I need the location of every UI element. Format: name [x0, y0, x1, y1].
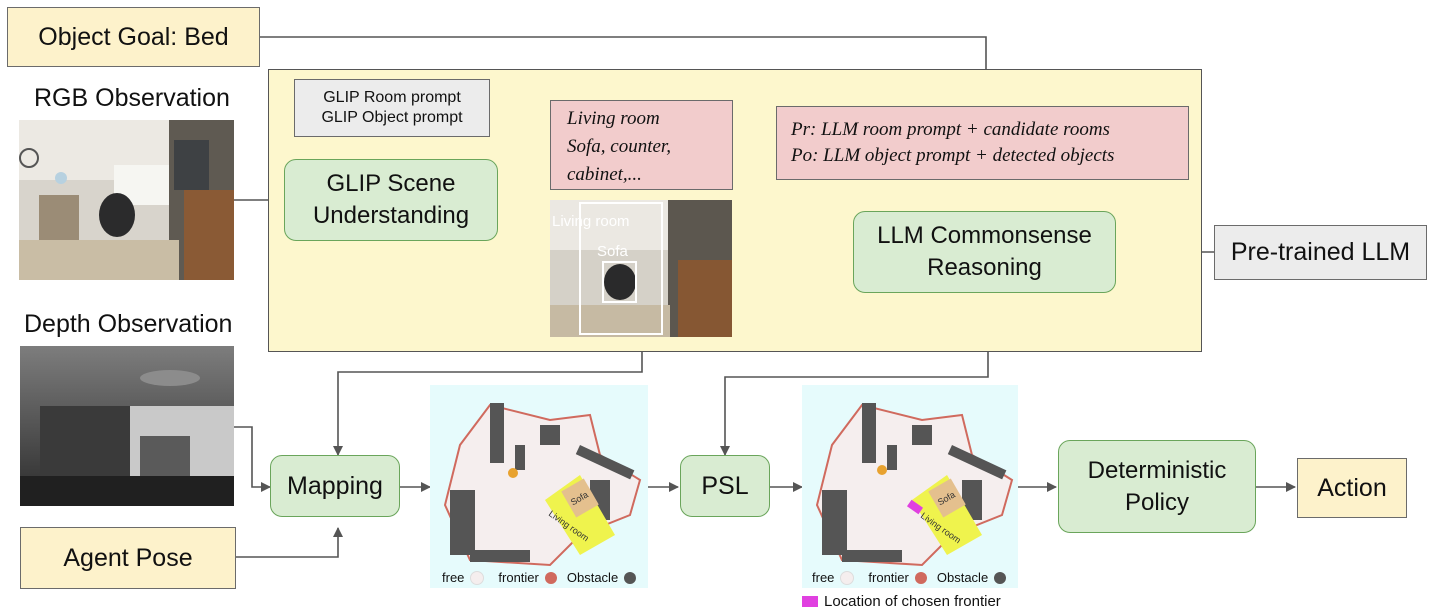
map2-legend-obstacle: Obstacle	[936, 570, 989, 585]
llm-module-line2: Reasoning	[927, 254, 1042, 281]
map2-frontier-swatch	[914, 571, 927, 584]
map1-legend-frontier: frontier	[498, 570, 539, 585]
glip-module-line2: Understanding	[312, 202, 470, 229]
map1-legend-obstacle: Obstacle	[566, 570, 619, 585]
map2-legend-frontier: frontier	[868, 570, 909, 585]
object-goal-box: Object Goal: Bed	[7, 7, 260, 67]
map1-legend: free frontier Obstacle	[442, 570, 637, 585]
glip-output-box: Living room Sofa, counter, cabinet,...	[550, 100, 733, 190]
llm-prompt-box: Pr: LLM room prompt + candidate rooms Po…	[776, 106, 1189, 180]
depth-observation-label: Depth Observation	[24, 310, 233, 338]
semantic-map-image: Sofa Living room	[430, 385, 648, 588]
rgb-observation-image	[19, 120, 234, 280]
deterministic-policy-box: Deterministic Policy	[1058, 440, 1256, 533]
glip-object-prompt: GLIP Object prompt	[321, 109, 463, 126]
chosen-frontier-swatch	[802, 596, 818, 607]
action-text: Action	[1317, 473, 1387, 502]
action-box: Action	[1297, 458, 1407, 518]
glip-output-objects-line2: cabinet,...	[567, 164, 642, 185]
map2-obstacle-swatch	[994, 571, 1007, 584]
map1-obstacle-swatch	[624, 571, 637, 584]
agent-pose-box: Agent Pose	[20, 527, 236, 589]
llm-room-prompt: Pr: LLM room prompt + candidate rooms	[791, 119, 1110, 140]
map2-legend: free frontier Obstacle	[812, 570, 1007, 585]
glip-output-objects-line1: Sofa, counter,	[567, 136, 671, 157]
pretrained-llm-text: Pre-trained LLM	[1230, 238, 1411, 266]
rgb-observation-label: RGB Observation	[34, 84, 230, 112]
chosen-frontier-legend: Location of chosen frontier	[802, 593, 1001, 610]
psl-text: PSL	[701, 471, 749, 500]
map2-free-swatch	[840, 570, 855, 585]
glip-module-line1: GLIP Scene	[326, 170, 456, 197]
policy-line1: Deterministic	[1087, 456, 1227, 484]
glip-scene-understanding-box: GLIP Scene Understanding	[284, 159, 498, 241]
llm-module-line1: LLM Commonsense	[877, 222, 1092, 249]
glip-room-prompt: GLIP Room prompt	[323, 89, 461, 106]
agent-pose-text: Agent Pose	[63, 543, 193, 572]
glip-prompt-box: GLIP Room prompt GLIP Object prompt	[294, 79, 490, 137]
map2-legend-free: free	[812, 570, 835, 585]
frontier-map-image: Sofa Living room	[802, 385, 1018, 588]
detection-object-label: Sofa	[597, 243, 629, 260]
depth-observation-image	[20, 346, 234, 506]
glip-output-room: Living room	[567, 108, 660, 129]
chosen-frontier-text: Location of chosen frontier	[824, 593, 1001, 610]
map1-legend-free: free	[442, 570, 465, 585]
llm-commonsense-reasoning-box: LLM Commonsense Reasoning	[853, 211, 1116, 293]
policy-line2: Policy	[1124, 488, 1190, 516]
mapping-box: Mapping	[270, 455, 400, 517]
object-goal-text: Object Goal: Bed	[38, 22, 229, 51]
llm-object-prompt: Po: LLM object prompt + detected objects	[791, 145, 1115, 166]
map1-free-swatch	[470, 570, 485, 585]
detection-room-label: Living room	[552, 213, 630, 230]
mapping-text: Mapping	[287, 471, 383, 500]
pretrained-llm-box: Pre-trained LLM	[1214, 225, 1427, 280]
map1-frontier-swatch	[544, 571, 557, 584]
glip-detection-image: Living room Sofa	[550, 200, 732, 337]
psl-box: PSL	[680, 455, 770, 517]
